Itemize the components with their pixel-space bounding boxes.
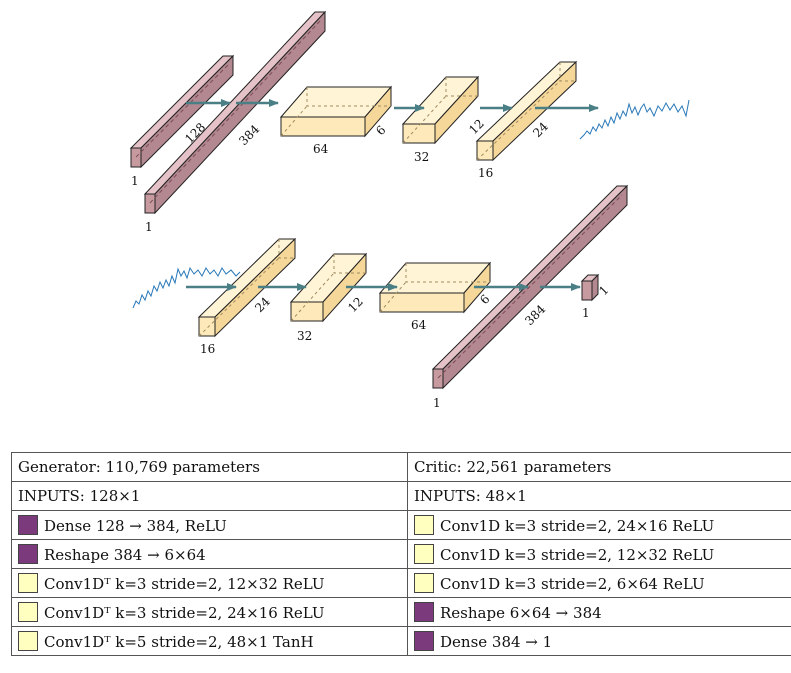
critic-layer-label: Conv1D k=3 stride=2, 12×32 ReLU	[440, 546, 715, 564]
generator-inputs: INPUTS: 128×1	[11, 481, 408, 511]
table-row: Conv1Dᵀ k=5 stride=2, 48×1 TanH Dense 38…	[11, 626, 791, 656]
conv-swatch-icon	[414, 544, 434, 564]
table-row: Dense 128 → 384, ReLU Conv1D k=3 stride=…	[11, 510, 791, 540]
dense-swatch-icon	[414, 602, 434, 622]
gen-dense-input-block	[129, 54, 235, 169]
conv-swatch-icon	[18, 573, 38, 593]
gen-conv-24x16-block	[475, 60, 578, 162]
generator-layer-label: Conv1Dᵀ k=3 stride=2, 24×16 ReLU	[44, 604, 325, 622]
conv-swatch-icon	[414, 515, 434, 535]
generator-layer-label: Dense 128 → 384, ReLU	[44, 517, 227, 535]
critic-out-dim-b-label: 1	[596, 283, 611, 298]
generator-layer-label: Reshape 384 → 6×64	[44, 546, 206, 564]
critic-conv2-depth-label: 12	[345, 294, 366, 315]
gen-dense-in-dim-label: 1	[131, 174, 139, 188]
table-inputs-row: INPUTS: 128×1 INPUTS: 48×1	[11, 481, 791, 511]
generator-layer-label: Conv1Dᵀ k=3 stride=2, 12×32 ReLU	[44, 575, 325, 593]
table-header-row: Generator: 110,769 parameters Critic: 22…	[11, 452, 791, 482]
critic-out-dim-a-label: 1	[582, 306, 590, 320]
critic-conv3-depth-label: 6	[477, 292, 492, 307]
dense-swatch-icon	[18, 515, 38, 535]
table-row: Conv1Dᵀ k=3 stride=2, 12×32 ReLU Conv1D …	[11, 568, 791, 598]
critic-dense-dim-label: 1	[433, 396, 441, 410]
dense-swatch-icon	[414, 631, 434, 651]
gen-dense-output-block	[143, 10, 327, 215]
generator-network: 1 1 128 384 64 6 32 12 16 24	[129, 10, 690, 234]
gen-reshape-block	[279, 85, 393, 138]
critic-layer-label: Reshape 6×64 → 384	[440, 604, 602, 622]
critic-conv1-size-label: 16	[200, 342, 215, 356]
critic-network: 16 24 32 12 64 6 384 1 1 1	[132, 184, 629, 410]
architecture-diagram: 1 1 128 384 64 6 32 12 16 24	[129, 10, 690, 410]
gen-dense-out-size-label: 384	[236, 122, 262, 148]
critic-conv3-size-label: 64	[411, 318, 427, 332]
gen-dense-out-dim-label: 1	[145, 220, 153, 234]
critic-output-block	[580, 273, 600, 302]
dense-swatch-icon	[18, 544, 38, 564]
critic-conv2-size-label: 32	[297, 329, 312, 343]
table-row: Reshape 384 → 6×64 Conv1D k=3 stride=2, …	[11, 539, 791, 569]
critic-input-waveform	[132, 266, 241, 309]
critic-layer-label: Conv1D k=3 stride=2, 6×64 ReLU	[440, 575, 705, 593]
conv-swatch-icon	[18, 602, 38, 622]
generator-layer-label: Conv1Dᵀ k=5 stride=2, 48×1 TanH	[44, 633, 314, 651]
generator-title: Generator: 110,769 parameters	[11, 452, 408, 482]
gen-output-waveform	[579, 99, 690, 140]
gen-conv-12x32-block	[401, 75, 480, 145]
gen-flow-arrows	[186, 99, 599, 112]
table-row: Conv1Dᵀ k=3 stride=2, 24×16 ReLU Reshape…	[11, 597, 791, 627]
gen-conv2-size-label: 16	[478, 166, 493, 180]
architecture-table: Generator: 110,769 parameters Critic: 22…	[11, 452, 791, 656]
critic-conv-24x16-block	[197, 237, 297, 338]
critic-conv-6x64-block	[378, 261, 492, 314]
critic-dense-block	[431, 184, 629, 390]
critic-layer-label: Conv1D k=3 stride=2, 24×16 ReLU	[440, 517, 715, 535]
critic-inputs: INPUTS: 48×1	[407, 481, 791, 511]
gen-conv1-size-label: 32	[414, 150, 429, 164]
critic-title: Critic: 22,561 parameters	[407, 452, 791, 482]
gen-reshape-depth-label: 6	[373, 123, 388, 138]
critic-conv-12x32-block	[289, 252, 368, 323]
critic-layer-label: Dense 384 → 1	[440, 633, 553, 651]
conv-swatch-icon	[18, 631, 38, 651]
gen-reshape-size-label: 64	[313, 142, 329, 156]
gen-conv2-depth-label: 24	[530, 119, 551, 140]
conv-swatch-icon	[414, 573, 434, 593]
